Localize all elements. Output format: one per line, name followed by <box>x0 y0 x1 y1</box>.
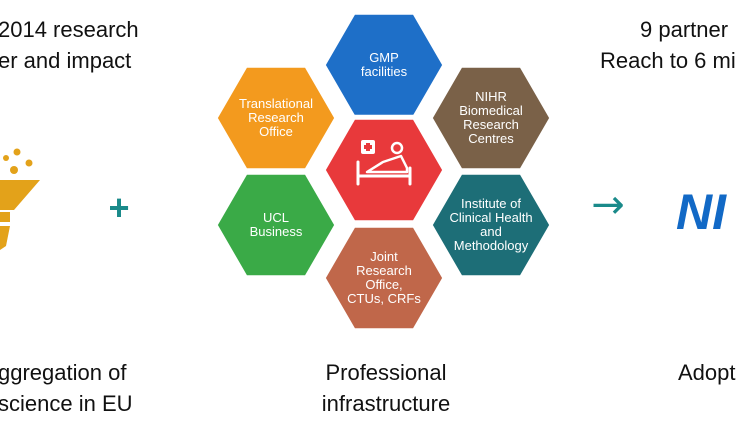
hexagon-label-line: and <box>480 224 502 239</box>
left-bottom-line1: ggregation of <box>0 360 127 385</box>
hexagon-label-line: facilities <box>361 64 408 79</box>
center-bottom-line1: Professional <box>325 360 447 385</box>
left-top-line2: er and impact <box>0 48 132 73</box>
hexagon-label-line: Office <box>259 124 293 139</box>
center-bottom-text: Professional infrastructure <box>286 357 486 419</box>
hexagon-joint <box>320 222 448 334</box>
center-bottom-line2: infrastructure <box>321 391 451 416</box>
nihr-logo: NI <box>676 184 727 240</box>
hexagon-label-line: Methodology <box>454 238 529 253</box>
hexagon-label-line: Biomedical <box>459 103 523 118</box>
left-bottom-text: ggregation of science in EU <box>0 357 133 419</box>
hexagon-label-line: UCL <box>263 210 289 225</box>
hexagon-label-line: Office, <box>365 277 402 292</box>
hexagon-label-line: Business <box>250 224 303 239</box>
hexagon-label-line: Research <box>356 263 412 278</box>
hexagon-label-line: Joint <box>370 249 398 264</box>
hexagon-ucl <box>212 169 340 281</box>
right-top-line2: Reach to 6 mi <box>600 48 736 73</box>
hexagon-ichm <box>427 169 555 281</box>
hexagon-label-line: Centres <box>468 131 514 146</box>
hexagon-label-line: Research <box>248 110 304 125</box>
right-top-text: 9 partner Reach to 6 mi <box>600 14 736 76</box>
plus-icon: + <box>108 187 129 228</box>
hexagon-label-line: Clinical Health <box>449 210 532 225</box>
right-bottom-text: Adopt <box>678 357 736 388</box>
funnel-icon <box>0 148 40 250</box>
right-bottom-line1: Adopt <box>678 360 736 385</box>
hospital-bed-icon <box>356 140 412 186</box>
left-top-line1: 2014 research <box>0 17 139 42</box>
left-top-text: 2014 research er and impact <box>0 14 139 76</box>
hexagon-label-line: Institute of <box>461 196 521 211</box>
hexagon-label-line: Translational <box>239 96 313 111</box>
right-top-line1: 9 partner <box>640 17 729 42</box>
left-bottom-line2: science in EU <box>0 391 133 416</box>
hexagon-label-line: GMP <box>369 50 399 65</box>
hexagon-label-line: Research <box>463 117 519 132</box>
hexagon-label-line: CTUs, CRFs <box>347 291 421 306</box>
hexagon-center <box>320 114 448 226</box>
hexagon-label-line: NIHR <box>475 89 507 104</box>
arrow-icon: → <box>591 182 625 228</box>
